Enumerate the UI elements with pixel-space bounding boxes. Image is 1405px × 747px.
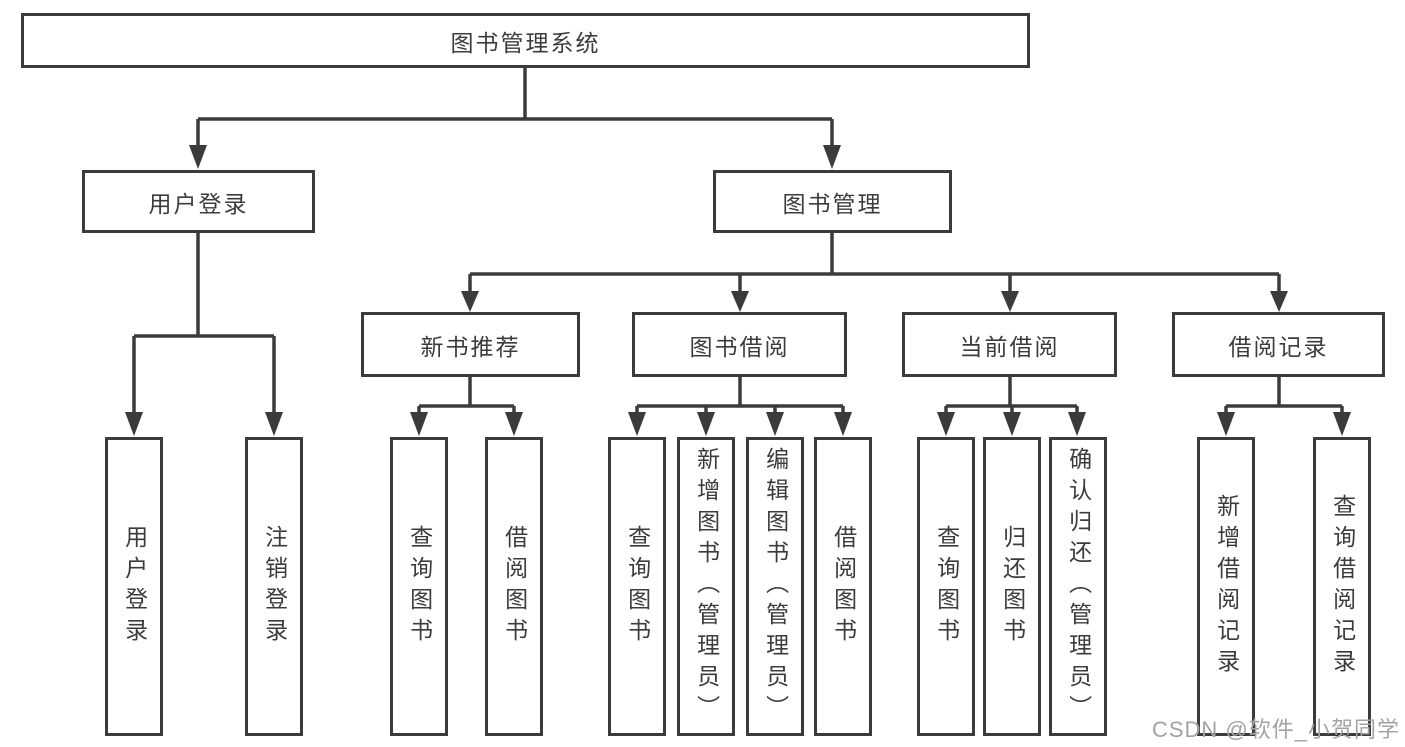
node-library-management-system: 图书管理系统 [21, 13, 1030, 68]
node-new-book-recommend-group: 新书推荐 [361, 312, 580, 377]
node-confirm-return-admin-leaf: 确认归还（管理员） [1049, 437, 1107, 736]
node-borrow-books-leaf-2: 借阅图书 [814, 437, 872, 736]
tree-edges [132, 68, 1344, 414]
node-query-books-leaf-1: 查询图书 [390, 437, 448, 736]
node-book-borrow-group: 图书借阅 [632, 312, 847, 377]
node-return-books-leaf: 归还图书 [983, 437, 1041, 736]
node-query-books-leaf-2: 查询图书 [608, 437, 666, 736]
node-user-login-branch: 用户登录 [82, 170, 315, 233]
node-add-borrow-record-leaf: 新增借阅记录 [1197, 437, 1255, 736]
csdn-watermark: CSDN @软件_小贺同学 [1151, 717, 1400, 742]
node-borrow-record-group: 借阅记录 [1172, 312, 1385, 377]
node-edit-books-admin-leaf: 编辑图书（管理员） [746, 437, 804, 736]
node-query-borrow-record-leaf: 查询借阅记录 [1313, 437, 1371, 736]
node-book-management-branch: 图书管理 [713, 170, 952, 233]
node-borrow-books-leaf-1: 借阅图书 [485, 437, 543, 736]
node-current-borrow-group: 当前借阅 [902, 312, 1117, 377]
node-query-books-leaf-3: 查询图书 [917, 437, 975, 736]
node-user-login-leaf: 用户登录 [105, 437, 163, 736]
node-logout-leaf: 注销登录 [245, 437, 303, 736]
node-add-books-admin-leaf: 新增图书（管理员） [677, 437, 735, 736]
